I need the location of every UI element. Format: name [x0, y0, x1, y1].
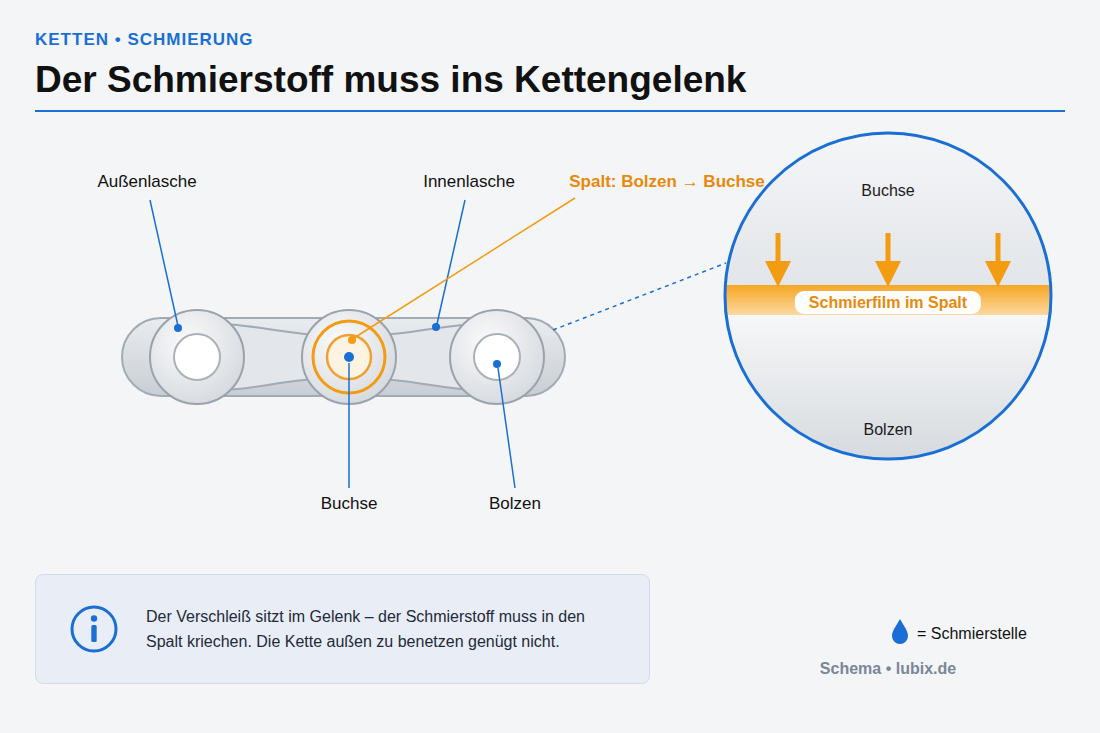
pin-surface — [723, 315, 1053, 461]
zoom-line — [553, 263, 726, 330]
flow-arrow — [996, 233, 1001, 263]
flow-arrowhead — [875, 261, 901, 287]
flow-arrowhead — [765, 261, 791, 287]
source-note: Schema • lubix.de — [820, 659, 956, 678]
pin-end — [174, 334, 220, 380]
title-rule — [35, 110, 1065, 112]
legend-text: = Schmierstelle — [917, 625, 1027, 642]
part-name: Außenlasche — [97, 172, 196, 192]
leader-dot — [432, 323, 440, 331]
pin-dot — [344, 352, 354, 362]
zoom-circle: BuchseSchmierfilm im SpaltBolzen — [723, 131, 1053, 461]
plate-disc — [150, 310, 244, 404]
zoom-outline — [725, 133, 1051, 459]
leader-lines — [150, 198, 726, 488]
kicker: KETTEN • SCHMIERUNG — [35, 30, 254, 50]
note-text: Der Verschleiß sitzt im Gelenk – der Sch… — [146, 604, 616, 654]
roller-chain — [122, 310, 565, 404]
leader-line — [150, 200, 178, 326]
drop-symbol — [892, 619, 908, 644]
gap-label: Spalt: Bolzen → Buchse — [569, 172, 765, 192]
plate-disc — [450, 310, 544, 404]
leader-line — [437, 200, 465, 324]
leader-line — [498, 368, 515, 488]
leader-dot — [348, 336, 356, 344]
leader-line — [348, 363, 350, 488]
flow-arrow — [886, 233, 891, 263]
pin-end — [474, 334, 520, 380]
flow-arrowhead — [985, 261, 1011, 287]
info-icon — [64, 599, 124, 659]
flow-arrow — [776, 233, 781, 263]
part-name: Buchse — [321, 494, 378, 514]
part-name: Buchse — [861, 181, 914, 200]
page-title: Der Schmierstoff muss ins Kettengelenk — [35, 58, 746, 102]
info-box: Der Verschleiß sitzt im Gelenk – der Sch… — [35, 574, 650, 684]
lubricant-film — [723, 285, 1053, 315]
leader-dot — [174, 324, 182, 332]
legend-item: = Schmierstelle — [917, 624, 1027, 643]
part-name: Bolzen — [864, 420, 913, 439]
leader-line — [354, 198, 575, 338]
part-name: Innenlasche — [423, 172, 515, 192]
part-name: Bolzen — [489, 494, 541, 514]
leader-dot — [493, 360, 501, 368]
film-label: Schmierfilm im Spalt — [795, 291, 981, 314]
